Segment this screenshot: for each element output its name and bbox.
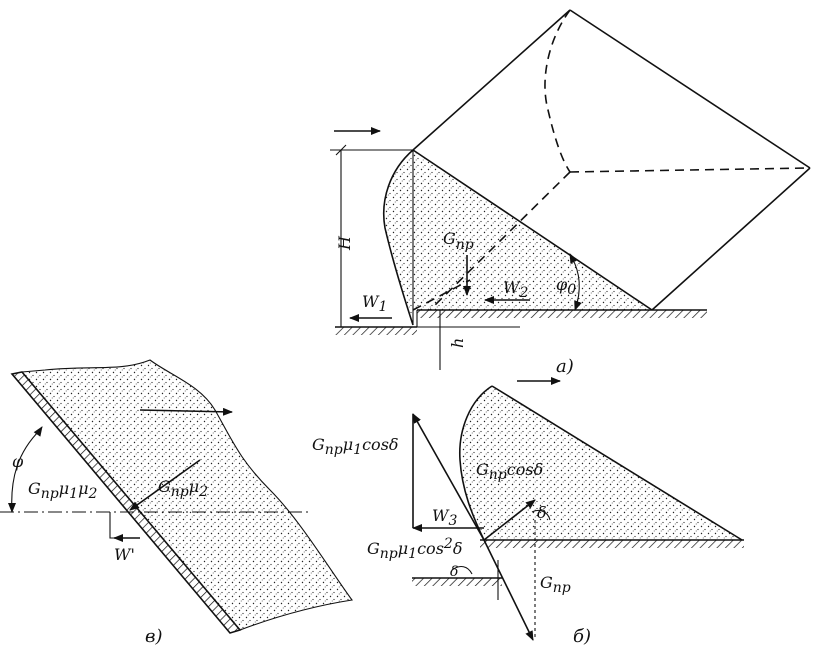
bottom-force-label: Gпрμ1cos2δ — [367, 536, 462, 562]
ground-a — [335, 327, 417, 335]
soil-prism-b — [459, 386, 742, 540]
panel-a-label: а) — [556, 356, 574, 377]
weight-label-b: Gпр — [540, 573, 571, 596]
panel-c: Gпрμ2 Gпрμ1μ2 W' φ в) — [0, 359, 353, 647]
friction-force-vector — [412, 413, 485, 541]
weight-label-a: Gпр — [443, 229, 474, 253]
depth-label: h — [448, 338, 467, 348]
bottom-angle-label: δ — [450, 564, 458, 580]
w3-label: W3 — [432, 506, 457, 529]
normal-force-label: Gпрcosδ — [476, 460, 543, 483]
delta-label-b: δ — [537, 503, 547, 522]
panel-b-label: б) — [573, 626, 591, 647]
w2-label: W2 — [503, 278, 528, 301]
soil-prism-a — [383, 150, 652, 325]
weight-vector-b — [483, 539, 534, 641]
panel-c-label: в) — [145, 626, 163, 647]
blade-profile-a — [382, 149, 414, 326]
soil-mass-c — [22, 360, 352, 630]
friction-force-label: Gпрμ1cosδ — [312, 435, 399, 458]
normal-force-arrow-c — [129, 459, 201, 511]
force-left-label: Gпрμ1μ2 — [28, 479, 98, 502]
panel-a: H h Gпр W1 W2 φ0 а) — [330, 9, 811, 377]
height-label: H — [335, 235, 354, 251]
prism-slope-a — [412, 149, 653, 311]
angle-phi0: φ0 — [556, 275, 576, 298]
w1-label: W1 — [362, 292, 387, 315]
angle-phi-c: φ — [12, 452, 24, 471]
prism-box-a — [412, 9, 811, 311]
ground-b — [480, 540, 744, 548]
panel-b: δ Gпрμ1cosδ Gпрcosδ W3 Gпрμ1cos2δ δ Gпр … — [312, 377, 744, 647]
inclined-wall-c — [12, 372, 240, 633]
w-prime-label: W' — [114, 545, 135, 564]
motion-arrow-c — [139, 407, 233, 416]
force-right-label: Gпрμ2 — [158, 477, 208, 500]
